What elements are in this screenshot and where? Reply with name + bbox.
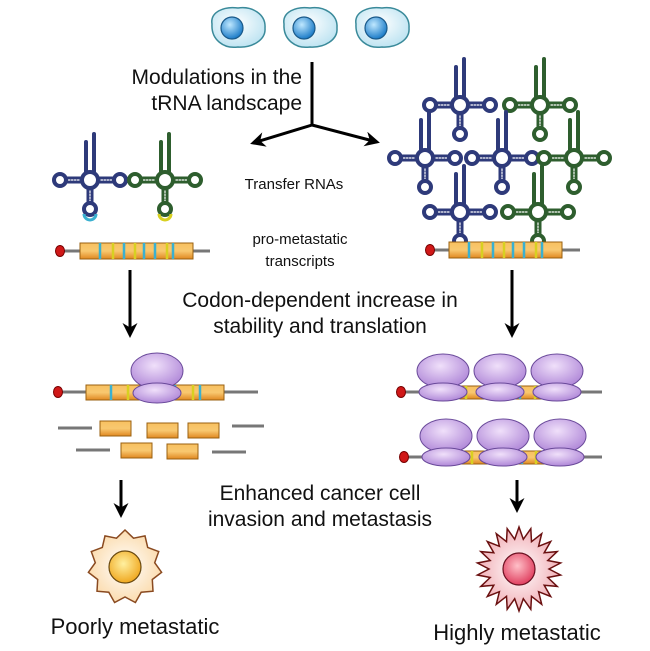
- cell-icon: [211, 6, 266, 48]
- fragment: [187, 422, 220, 439]
- highly-metastatic-label: Highly metastatic: [433, 620, 601, 645]
- prometastatic-label-line1: pro-metastatic: [252, 231, 348, 248]
- cap-icon: [55, 245, 65, 257]
- trna-green-icon: [504, 59, 576, 140]
- cap-icon: [425, 244, 435, 256]
- ribosome-icon: [530, 353, 584, 402]
- enhanced-label-line1: Enhanced cancer cell: [220, 482, 421, 505]
- enhanced-label-line2: invasion and metastasis: [208, 508, 432, 531]
- prometastatic-label-line2: transcripts: [265, 253, 334, 270]
- ribosome-icon: [416, 353, 470, 402]
- translating-transcript-left: [53, 352, 258, 404]
- ribosome-icon: [476, 418, 530, 467]
- highly-metastatic-cell-icon: [475, 524, 563, 614]
- trna-blue-icon: [54, 134, 126, 222]
- cap-icon: [396, 386, 406, 398]
- poorly-metastatic-cell-icon: [87, 528, 163, 604]
- codon-label-line1: Codon-dependent increase in: [182, 289, 458, 312]
- split-arrow: [250, 62, 380, 147]
- cap-icon: [399, 451, 409, 463]
- codon-label-line2: stability and translation: [213, 315, 427, 338]
- cell-icon: [355, 6, 410, 48]
- polysome-right-2: [399, 418, 602, 467]
- degraded-fragments: [58, 420, 264, 460]
- polysome-right-1: [396, 353, 602, 402]
- transcript-right: [425, 241, 580, 259]
- poorly-metastatic-label: Poorly metastatic: [51, 614, 220, 639]
- trna-green-icon: [129, 134, 201, 222]
- trna-green-icon: [502, 166, 574, 247]
- trna-group-left: [54, 134, 201, 222]
- fragment: [146, 422, 179, 439]
- down-arrows: [113, 270, 525, 518]
- trna-blue-icon: [424, 166, 496, 247]
- trna-blue-icon: [424, 59, 496, 140]
- ribosome-icon: [419, 418, 473, 467]
- trna-blue-icon: [466, 112, 538, 193]
- transcript-left: [55, 242, 210, 260]
- fragment: [120, 442, 153, 459]
- modulations-label-line1: Modulations in the: [132, 66, 302, 89]
- cell-icon: [283, 6, 338, 48]
- trna-blue-icon: [389, 112, 461, 193]
- ribosome-icon: [130, 352, 184, 404]
- trna-group-right: [389, 59, 610, 247]
- fragment: [99, 420, 132, 437]
- ribosome-icon: [533, 418, 587, 467]
- cap-icon: [53, 386, 63, 398]
- fragment: [166, 443, 199, 460]
- modulations-label-line2: tRNA landscape: [151, 92, 302, 115]
- ribosome-icon: [473, 353, 527, 402]
- cell-group-top: [211, 6, 410, 48]
- trna-green-icon: [538, 112, 610, 193]
- transfer-rnas-label: Transfer RNAs: [245, 176, 344, 193]
